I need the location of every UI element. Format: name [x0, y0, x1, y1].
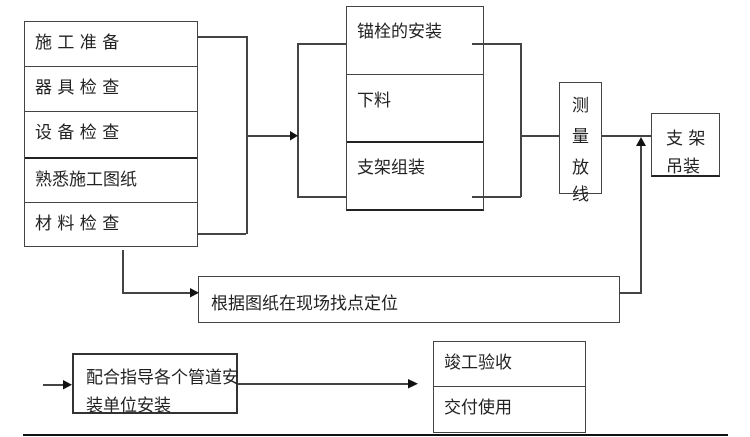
connector-line — [640, 146, 642, 293]
prep-step: 设 备 检 查 — [25, 112, 197, 159]
prep-step-label: 设 备 检 查 — [35, 123, 120, 143]
arrow-head-right — [408, 379, 418, 389]
connector-line — [520, 135, 559, 137]
arrow-head-up — [636, 137, 646, 146]
hanging-label-line1: 支 架 — [666, 129, 706, 149]
parallel-step: 下料 — [347, 75, 483, 143]
parallel-step-label: 下料 — [357, 91, 391, 111]
prep-step: 施 工 准 备 — [25, 22, 197, 67]
prep-step: 材 料 检 查 — [25, 203, 197, 246]
arrow-head-right — [190, 288, 199, 298]
final-step-label: 竣工验收 — [444, 353, 512, 373]
prep-step: 器 具 检 查 — [25, 67, 197, 112]
connector-line — [520, 43, 522, 197]
connector-line — [619, 292, 642, 294]
coordinate-label-line1: 配合指导各个管道安 — [86, 368, 239, 388]
hanging-label-line2: 吊装 — [666, 157, 700, 177]
locate-label: 根据图纸在现场找点定位 — [211, 294, 398, 314]
connector-line — [297, 43, 299, 197]
coordinate-label-line2: 装单位安装 — [86, 396, 171, 416]
parallel-step: 支架组装 — [347, 143, 483, 209]
coordinate-box: 配合指导各个管道安 装单位安装 — [72, 353, 239, 416]
arrow-head-right — [290, 131, 298, 141]
connector-line — [297, 43, 347, 45]
final-step: 交付使用 — [434, 387, 585, 432]
connector-line — [602, 135, 653, 137]
connector-line — [472, 43, 521, 45]
prep-steps-box: 施 工 准 备 器 具 检 查 设 备 检 查 熟悉施工图纸 材 料 检 查 — [24, 21, 198, 247]
connector-line — [198, 233, 246, 235]
survey-char: 放 — [572, 158, 589, 178]
locate-box: 根据图纸在现场找点定位 — [198, 276, 620, 323]
parallel-steps-box: 锚栓的安装 下料 支架组装 — [346, 6, 484, 211]
connector-line — [238, 383, 410, 385]
survey-char: 测 — [572, 96, 589, 116]
hanging-box: 支 架 吊装 — [651, 113, 720, 177]
connector-line — [122, 250, 124, 293]
final-step-label: 交付使用 — [444, 398, 512, 418]
bottom-rule — [23, 434, 728, 436]
final-steps-box: 竣工验收 交付使用 — [433, 341, 586, 433]
final-step: 竣工验收 — [434, 342, 585, 387]
survey-box: 测 量 放 线 — [559, 82, 602, 205]
parallel-step-label: 锚栓的安装 — [357, 22, 442, 42]
connector-line — [122, 292, 190, 294]
connector-line — [472, 196, 521, 198]
prep-step: 熟悉施工图纸 — [25, 159, 197, 203]
arrow-head-right — [63, 380, 72, 390]
connector-line — [198, 36, 246, 38]
survey-label: 测 量 放 线 — [560, 91, 601, 211]
connector-line — [246, 135, 292, 137]
connector-line — [297, 196, 347, 198]
prep-step-label: 施 工 准 备 — [35, 33, 120, 53]
prep-step-label: 器 具 检 查 — [35, 78, 120, 98]
parallel-step: 锚栓的安装 — [347, 7, 483, 75]
survey-char: 量 — [572, 127, 589, 147]
prep-step-label: 熟悉施工图纸 — [35, 170, 137, 190]
survey-char: 线 — [572, 185, 589, 205]
parallel-step-label: 支架组装 — [357, 158, 425, 178]
prep-step-label: 材 料 检 查 — [35, 214, 120, 234]
connector-line — [43, 384, 64, 386]
